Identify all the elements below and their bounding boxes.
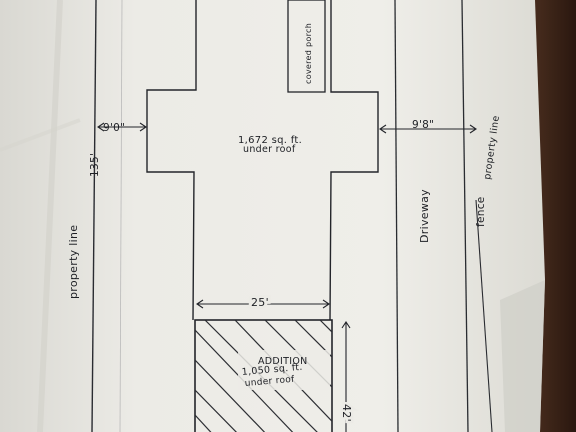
covered-porch-outline (287, 0, 326, 93)
driveway-edge-line (394, 0, 399, 432)
paper-sheet (0, 0, 545, 432)
addition-width-arrow (196, 299, 330, 309)
fence-line (461, 0, 469, 432)
paper-crease (0, 118, 81, 152)
main-area-label: 1,672 sq. ft. (238, 135, 302, 146)
left-depth-label: 135' (89, 153, 101, 177)
addition-area-label-sub: under roof (244, 375, 295, 389)
right-setback-label: 9'8" (412, 119, 434, 131)
addition-width-label: 25' (251, 296, 269, 309)
left-property-line (91, 0, 97, 432)
paper-fold-shadow (500, 280, 545, 432)
left-property-line-label: property line (67, 225, 80, 299)
addition-title: ADDITION (258, 356, 308, 367)
right-setback-arrow (379, 124, 477, 134)
addition-outline (194, 319, 333, 432)
main-area-label-sub: under roof (243, 144, 296, 155)
addition-label-background (238, 350, 330, 390)
addition-depth-arrow (341, 321, 351, 432)
main-house-outline (146, 0, 379, 321)
right-property-line (475, 199, 493, 432)
addition-depth-label: 42' (340, 404, 353, 422)
paper-crease (37, 0, 63, 432)
driveway-label: Driveway (418, 189, 431, 243)
left-margin-line (119, 0, 123, 432)
addition-area-label: 1,050 sq. ft. (241, 362, 303, 378)
covered-porch-label: covered porch (304, 23, 313, 84)
fence-label: fence (475, 196, 487, 227)
left-setback-label: 9'0" (103, 122, 125, 134)
left-setback-arrow (97, 122, 147, 132)
